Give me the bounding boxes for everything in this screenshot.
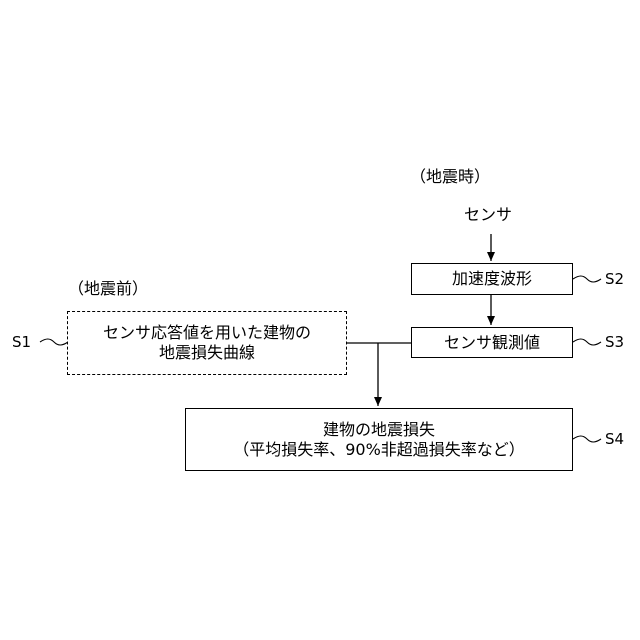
step-label-s3: S3 bbox=[605, 333, 624, 351]
box-s1-line2: 地震損失曲線 bbox=[159, 343, 255, 363]
leader-s2 bbox=[573, 276, 601, 282]
label-before-earthquake: （地震前） bbox=[68, 279, 148, 299]
step-label-s4: S4 bbox=[605, 430, 624, 448]
leader-s4 bbox=[573, 436, 601, 442]
box-s2-text: 加速度波形 bbox=[452, 269, 532, 289]
box-s4-line2: （平均損失率、90%非超過損失率など） bbox=[233, 440, 525, 460]
box-s4-line1: 建物の地震損失 bbox=[323, 420, 435, 440]
box-s2-acceleration-waveform: 加速度波形 bbox=[411, 263, 573, 295]
label-sensor: センサ bbox=[464, 205, 512, 225]
box-s3-sensor-observation: センサ観測値 bbox=[411, 327, 573, 358]
box-s1-line1: センサ応答値を用いた建物の bbox=[103, 323, 311, 343]
step-label-s2: S2 bbox=[605, 270, 624, 288]
step-label-s1: S1 bbox=[12, 333, 31, 351]
label-during-earthquake: （地震時） bbox=[410, 167, 490, 187]
box-s4-building-loss: 建物の地震損失 （平均損失率、90%非超過損失率など） bbox=[185, 408, 573, 471]
box-s1-loss-curve: センサ応答値を用いた建物の 地震損失曲線 bbox=[67, 311, 347, 375]
leader-s1 bbox=[40, 339, 68, 345]
box-s3-text: センサ観測値 bbox=[444, 333, 540, 353]
leader-s3 bbox=[573, 339, 601, 345]
